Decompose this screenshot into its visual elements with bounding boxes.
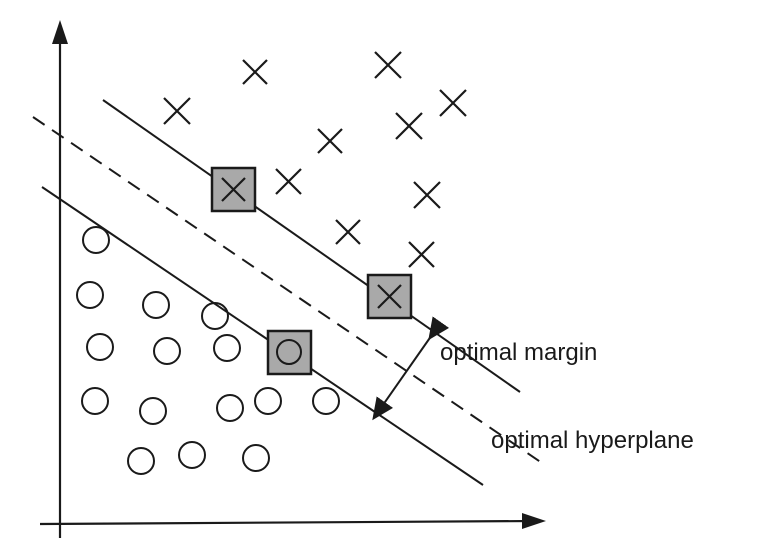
- optimal-margin-label: optimal margin: [440, 339, 597, 366]
- cross-icon: [275, 168, 302, 195]
- axes: [39, 20, 546, 538]
- support-vector-square-icon: [266, 329, 313, 376]
- cross-icon: [413, 181, 441, 209]
- upper-margin-line: [102, 99, 521, 393]
- x-axis: [39, 519, 536, 526]
- circle-icon: [201, 302, 229, 330]
- cross-icon: [377, 284, 402, 309]
- negative-class-points: [76, 226, 340, 475]
- positive-class-points: [163, 51, 467, 309]
- circle-icon: [312, 387, 340, 415]
- lower-margin-line: [41, 186, 484, 486]
- circle-icon: [139, 397, 167, 425]
- circle-icon: [153, 337, 181, 365]
- circle-icon: [216, 394, 244, 422]
- circle-icon: [242, 444, 270, 472]
- cross-icon: [221, 177, 246, 202]
- circle-icon: [142, 291, 170, 319]
- optimal-hyperplane-line: [32, 116, 546, 466]
- cross-icon: [439, 89, 467, 117]
- circle-icon: [276, 339, 302, 365]
- cross-icon: [335, 219, 361, 245]
- cross-icon: [374, 51, 402, 79]
- cross-icon: [408, 241, 435, 268]
- cross-icon: [242, 59, 268, 85]
- circle-icon: [127, 447, 155, 475]
- circle-icon: [178, 441, 206, 469]
- cross-icon: [317, 128, 343, 154]
- circle-icon: [76, 281, 104, 309]
- margin-arrow: [372, 316, 450, 421]
- cross-icon: [395, 112, 423, 140]
- decision-lines: [32, 99, 546, 486]
- circle-icon: [213, 334, 241, 362]
- circle-icon: [86, 333, 114, 361]
- y-axis-arrow-icon: [52, 20, 68, 44]
- circle-icon: [81, 387, 109, 415]
- optimal-hyperplane-label: optimal hyperplane: [491, 427, 694, 454]
- x-axis-arrow-icon: [522, 513, 546, 529]
- cross-icon: [163, 97, 191, 125]
- circle-icon: [254, 387, 282, 415]
- circle-icon: [82, 226, 110, 254]
